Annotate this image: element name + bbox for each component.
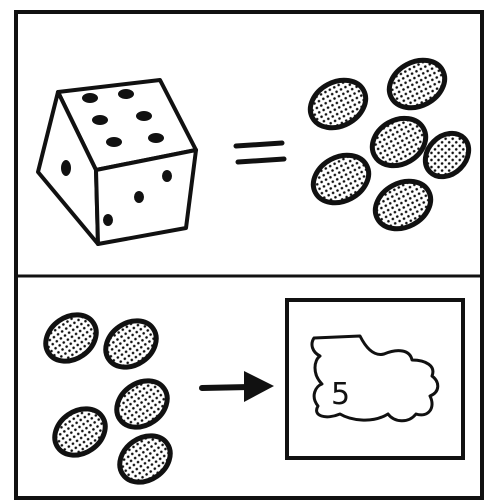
die-pip [118, 89, 134, 99]
token-icon [302, 71, 374, 137]
card-icon: 5 [287, 300, 463, 458]
die-pip [92, 115, 108, 125]
token-group-five [37, 305, 179, 491]
token-icon [381, 51, 453, 117]
die-pip [103, 214, 113, 226]
token-icon [97, 311, 165, 376]
token-icon [305, 146, 377, 212]
die-pip [162, 170, 172, 182]
die-pip [106, 137, 122, 147]
token-icon [111, 426, 179, 491]
die-pip [148, 133, 164, 143]
token-icon [108, 371, 176, 436]
die-pip [61, 160, 71, 176]
token-icon [367, 172, 439, 238]
die-pip [136, 111, 152, 121]
token-group-six [302, 51, 477, 238]
equals-icon [236, 143, 284, 162]
card-number: 5 [331, 377, 350, 412]
die-icon [38, 80, 196, 244]
die-pip [82, 93, 98, 103]
arrow-right-icon [202, 371, 274, 402]
die-pip [134, 191, 144, 203]
token-icon [46, 399, 114, 464]
token-icon [37, 305, 105, 370]
